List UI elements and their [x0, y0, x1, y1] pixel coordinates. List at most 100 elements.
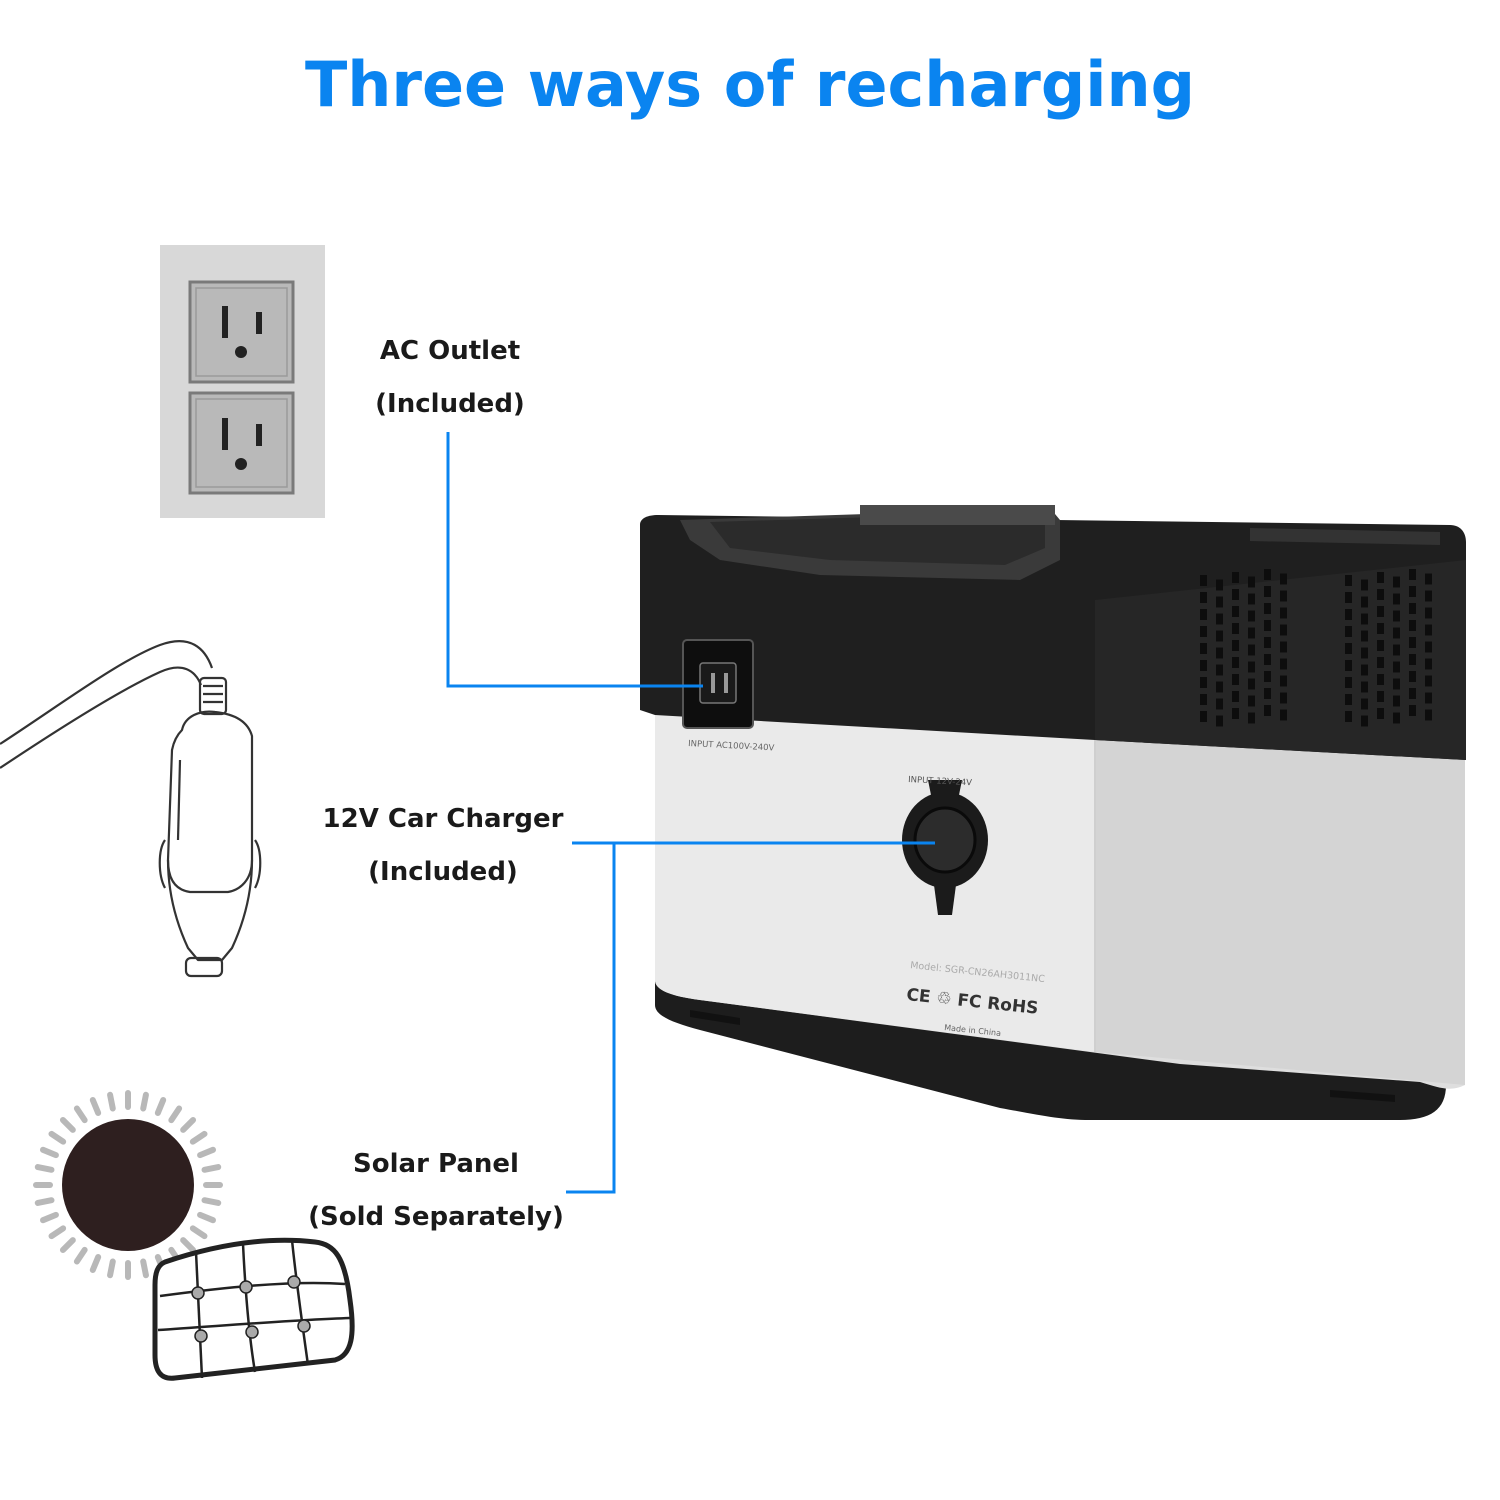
vent-slot [1200, 643, 1207, 654]
vent-slot [1248, 593, 1255, 605]
vent-slot [1280, 692, 1287, 704]
vent-slot [1425, 573, 1432, 585]
sun-ray [59, 1116, 76, 1133]
vent-slot [1216, 579, 1223, 591]
vent-slot [1393, 610, 1400, 622]
vent-slot [1425, 658, 1432, 670]
vent-slot [1232, 657, 1239, 668]
sun-ray [197, 1211, 216, 1224]
sun-ray [40, 1146, 59, 1159]
vent-slot [1361, 715, 1368, 727]
dc-port-label: INPUT 12V-24V [908, 775, 973, 788]
vent-slot [1232, 674, 1239, 685]
car-charger-label: 12V Car Charger (Included) [313, 793, 573, 899]
vent-slot [1280, 709, 1287, 721]
vent-slot [1377, 691, 1384, 702]
sun-ray [48, 1225, 67, 1240]
ac-port-label: INPUT AC100V-240V [688, 739, 775, 754]
vent-slot [1393, 644, 1400, 656]
vent-slot [1232, 708, 1239, 719]
vent-slot [1409, 586, 1416, 597]
sun-ray [107, 1258, 116, 1279]
vent-slot [1216, 647, 1223, 659]
vent-slot [1361, 613, 1368, 625]
vent-slot [1409, 620, 1416, 631]
vent-slot [1393, 661, 1400, 673]
vent-slot [1264, 603, 1271, 614]
vent-slot [1345, 643, 1352, 654]
sun-ray [197, 1146, 216, 1159]
vent-slot [1393, 576, 1400, 588]
sun-ray [73, 1105, 88, 1124]
sun-ray [73, 1246, 88, 1265]
solar-panel-note: (Sold Separately) [308, 1202, 564, 1232]
vent-slot [1377, 606, 1384, 617]
vent-slot [1377, 640, 1384, 651]
ac-outlet-name: AC Outlet [379, 336, 521, 366]
vent-slot [1264, 620, 1271, 631]
ac-outlet-label: AC Outlet (Included) [360, 325, 540, 431]
vent-slot [1393, 712, 1400, 724]
vent-slot [1361, 681, 1368, 693]
vent-slot [1425, 675, 1432, 687]
sun-ray [154, 1097, 167, 1116]
sun-ray [180, 1116, 197, 1133]
vent-slot [1393, 593, 1400, 605]
car-charger-note: (Included) [368, 857, 518, 887]
vent-slot [1393, 695, 1400, 707]
sun-ray [140, 1258, 149, 1279]
sun-ray [189, 1130, 208, 1145]
vent-slot [1280, 573, 1287, 585]
vent-slot [1377, 657, 1384, 668]
vent-slot [1248, 627, 1255, 639]
car-charger-icon [0, 640, 262, 978]
vent-slot [1248, 661, 1255, 673]
solar-panel-label: Solar Panel (Sold Separately) [300, 1138, 572, 1244]
vent-slot [1345, 694, 1352, 705]
sun-ray [48, 1130, 67, 1145]
sun-ray [34, 1197, 55, 1206]
vent-slot [1409, 688, 1416, 699]
vent-slot [1232, 572, 1239, 583]
vent-slot [1248, 610, 1255, 622]
vent-slot [1345, 626, 1352, 637]
vent-slot [1361, 579, 1368, 591]
vent-slot [1216, 613, 1223, 625]
vent-slot [1393, 627, 1400, 639]
vent-slot [1248, 576, 1255, 588]
vent-slot [1425, 692, 1432, 704]
vent-slot [1232, 691, 1239, 702]
vent-slot [1200, 592, 1207, 603]
vent-slot [1377, 572, 1384, 583]
vent-slot [1264, 637, 1271, 648]
vent-slot [1345, 660, 1352, 671]
vent-slot [1280, 607, 1287, 619]
vent-slot [1377, 708, 1384, 719]
vent-slot [1377, 589, 1384, 600]
vent-slot [1216, 630, 1223, 642]
vent-slot [1232, 606, 1239, 617]
vent-slot [1425, 641, 1432, 653]
sun-ray [107, 1091, 116, 1112]
vent-slot [1280, 624, 1287, 636]
vent-slot [1393, 678, 1400, 690]
car-charger-name: 12V Car Charger [322, 804, 564, 834]
vent-slot [1409, 637, 1416, 648]
vent-slot [1425, 607, 1432, 619]
vent-slot [1425, 590, 1432, 602]
vent-slot [1232, 623, 1239, 634]
vent-slot [1264, 705, 1271, 716]
vent-slot [1248, 644, 1255, 656]
vent-slot [1409, 569, 1416, 580]
solar-panel-icon [152, 1237, 355, 1381]
sun-icon [33, 1090, 223, 1280]
vent-slot [1216, 681, 1223, 693]
sun-ray [34, 1164, 55, 1173]
sun-ray [40, 1211, 59, 1224]
sun-ray [201, 1164, 222, 1173]
vent-slot [1248, 678, 1255, 690]
vent-slot [1280, 590, 1287, 602]
vent-slot [1409, 654, 1416, 665]
vent-slot [1361, 596, 1368, 608]
vent-slot [1264, 654, 1271, 665]
